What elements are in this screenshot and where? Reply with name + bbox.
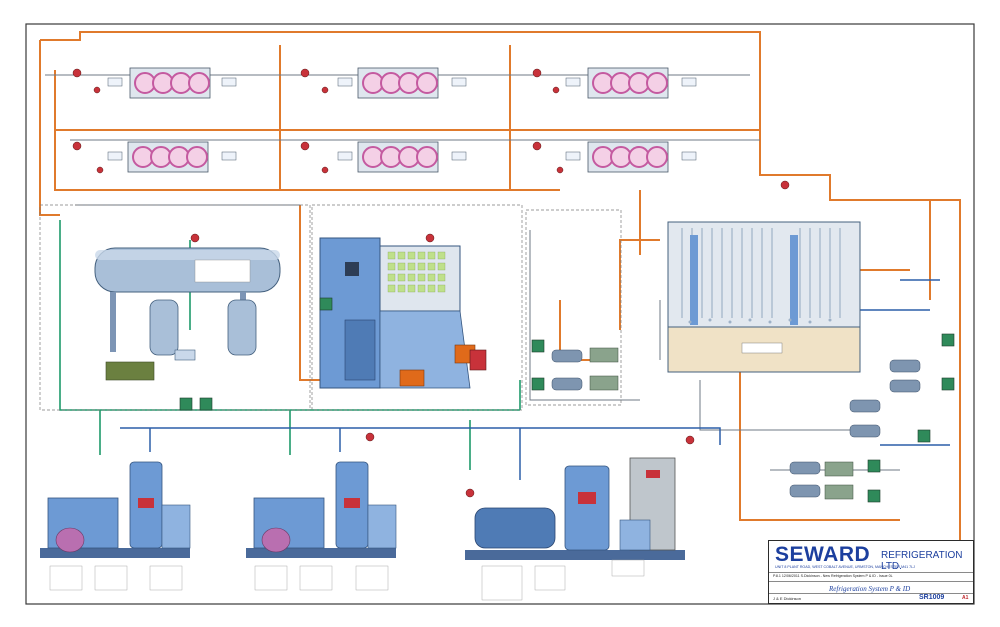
condenser-fan-icon <box>416 72 438 94</box>
sheet-size: A1 <box>962 595 969 601</box>
drawing-title: Refrigeration System P & ID <box>829 585 911 593</box>
title-block: SEWARD REFRIGERATION LTD. UNIT 8 PLANT R… <box>768 540 974 604</box>
valve-icon <box>300 141 310 151</box>
condenser-fan-icon <box>186 146 208 168</box>
revision-line: P.8.1 12/06/2011 S.Dickinson - New Refri… <box>773 574 893 578</box>
drawn-by: J & E Dickinson <box>773 596 802 601</box>
control-boundary-center <box>311 204 523 411</box>
control-boundary-right <box>525 209 622 406</box>
company-address: UNIT 8 PLANT ROAD, WEST COBALT AVENUE, U… <box>775 565 915 569</box>
compressor-icon <box>246 461 397 558</box>
drawing-number: SR1009 <box>919 594 945 601</box>
company-name: SEWARD <box>775 543 871 566</box>
valve-icon <box>465 488 475 498</box>
control-boundary-left <box>39 204 311 411</box>
valve-icon <box>321 86 329 94</box>
condenser-fan-icon <box>416 146 438 168</box>
valve-icon <box>365 432 375 442</box>
tank-icon <box>667 221 861 373</box>
condenser-row-1 <box>129 67 669 99</box>
valve-icon <box>425 233 435 243</box>
compressor-icon <box>465 457 685 560</box>
valve-icon <box>190 233 200 243</box>
valve-icon <box>72 68 82 78</box>
compressor-icon <box>40 461 191 558</box>
valve-icon <box>72 141 82 151</box>
valve-icon <box>532 68 542 78</box>
note-blocks <box>49 559 645 601</box>
pump-groups <box>551 347 921 500</box>
valve-icon <box>321 166 329 174</box>
valve-icon <box>556 166 564 174</box>
condenser-row-2 <box>127 141 669 173</box>
valve-tags <box>107 77 697 161</box>
controller-box-icon <box>179 297 955 503</box>
condenser-valve-clusters <box>72 68 790 498</box>
condenser-fan-icon <box>646 146 668 168</box>
condenser-fan-icon <box>188 72 210 94</box>
evaporator-unit <box>319 237 487 389</box>
receiver-note <box>194 259 251 283</box>
valve-icon <box>532 141 542 151</box>
valve-icon <box>780 180 790 190</box>
valve-icon <box>552 86 560 94</box>
valve-icon <box>685 435 695 445</box>
valve-icon <box>300 68 310 78</box>
condenser-fan-icon <box>646 72 668 94</box>
valve-icon <box>96 166 104 174</box>
valve-icon <box>93 86 101 94</box>
company-subtitle: REFRIGERATION LTD. <box>881 550 963 572</box>
